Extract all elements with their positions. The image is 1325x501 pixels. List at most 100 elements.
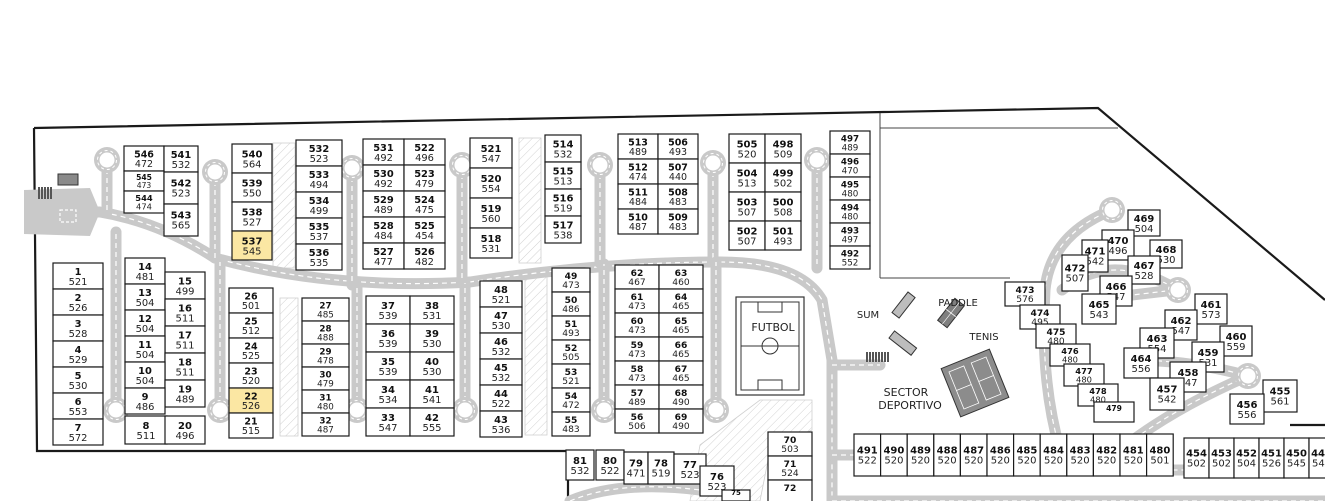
lot-479[interactable]: 479	[1093, 401, 1135, 423]
lot-449[interactable]: 449546	[1308, 437, 1325, 479]
futbol-field[interactable]: FUTBOL	[735, 296, 805, 396]
secondary-gate[interactable]	[866, 352, 889, 362]
sum-building[interactable]: SUM	[857, 291, 918, 356]
lot-72[interactable]: 72	[767, 479, 813, 501]
main-gate[interactable]	[38, 173, 79, 223]
